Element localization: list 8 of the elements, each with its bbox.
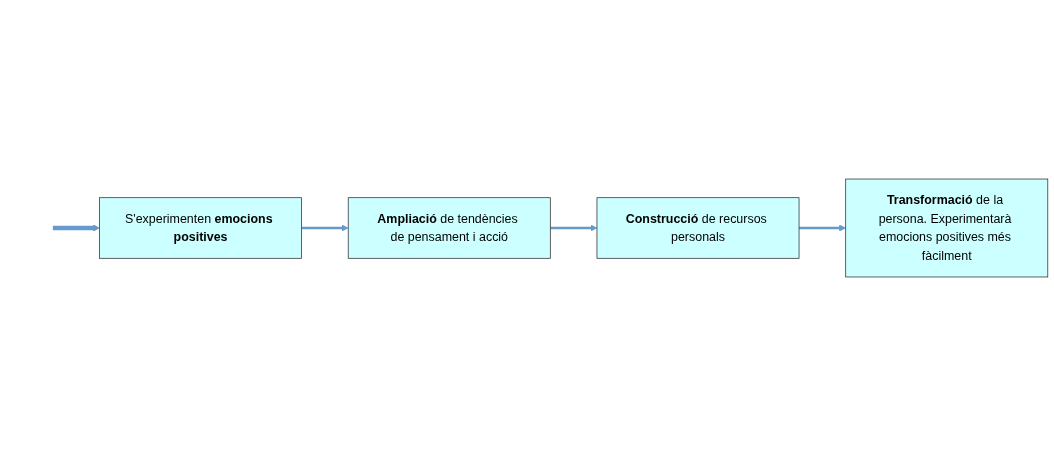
node-box: Transformació de la persona. Experimentarà emocions positives més fàcilment (845, 178, 1049, 278)
arrow (550, 224, 598, 232)
node-box: Ampliació de tendències de pensament i acció (347, 197, 551, 259)
arrow (52, 224, 100, 232)
arrow (799, 224, 846, 232)
node-box: Construcció de recursos personals (596, 197, 800, 259)
node-box: S'experimenten emocions positives (99, 197, 302, 259)
arrow (301, 224, 349, 232)
